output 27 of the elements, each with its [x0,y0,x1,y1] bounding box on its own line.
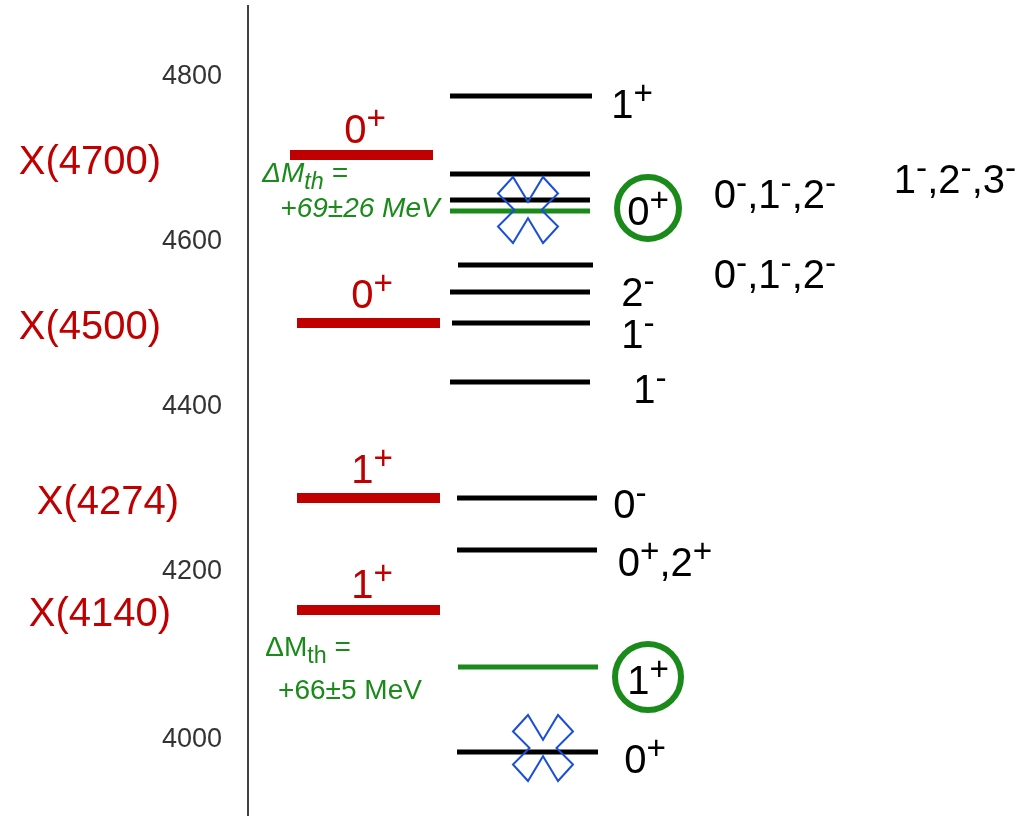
state-name: X(4700) [18,140,162,180]
circled-spin-parity: 0$^{+}$ [614,174,682,242]
axis-tick-label: 4000 [161,724,223,752]
spin-parity-label: 0$^{-}$ [613,475,647,525]
spin-parity-label: 1$^{+}$ [351,555,393,605]
spin-parity-label: 1$^{-}$,2$^{-}$,3$^{-}$ [893,150,1017,200]
spin-parity-label: 1$^{+}$ [611,75,653,125]
state-name: X(4274) [36,480,180,520]
spin-parity-label: 0$^{-}$,1$^{-}$,2$^{-}$ [713,245,837,295]
axis-tick-label: 4400 [161,391,223,419]
state-name: X(4140) [28,592,172,632]
mass-threshold-label: +69±26 MeV [280,194,440,222]
spin-parity-label: 1$^{-}$ [633,360,667,410]
axis-tick-label: 4600 [161,226,223,254]
spin-parity-label: 1$^{+}$ [351,440,393,490]
axis-tick-label: 4200 [161,556,223,584]
spin-parity-label: 0$^{+}$ [344,100,386,150]
circled-spin-parity: 1$^{+}$ [612,641,684,713]
mass-threshold-label: ΔM$_{th}$ = [262,159,348,193]
spin-parity-label: 0$^{+}$ [351,265,393,315]
mass-threshold-label: +66±5 MeV [278,676,422,704]
spin-parity-label: 0$^{-}$,1$^{-}$,2$^{-}$ [713,165,837,215]
spin-parity-label: 0$^{+}$,2$^{+}$ [617,533,713,583]
spin-parity-label: 0$^{+}$ [624,730,666,780]
state-name: X(4500) [18,305,162,345]
axis-tick-label: 4800 [161,61,223,89]
mass-threshold-label: ΔM$_{th}$ = [265,633,351,667]
